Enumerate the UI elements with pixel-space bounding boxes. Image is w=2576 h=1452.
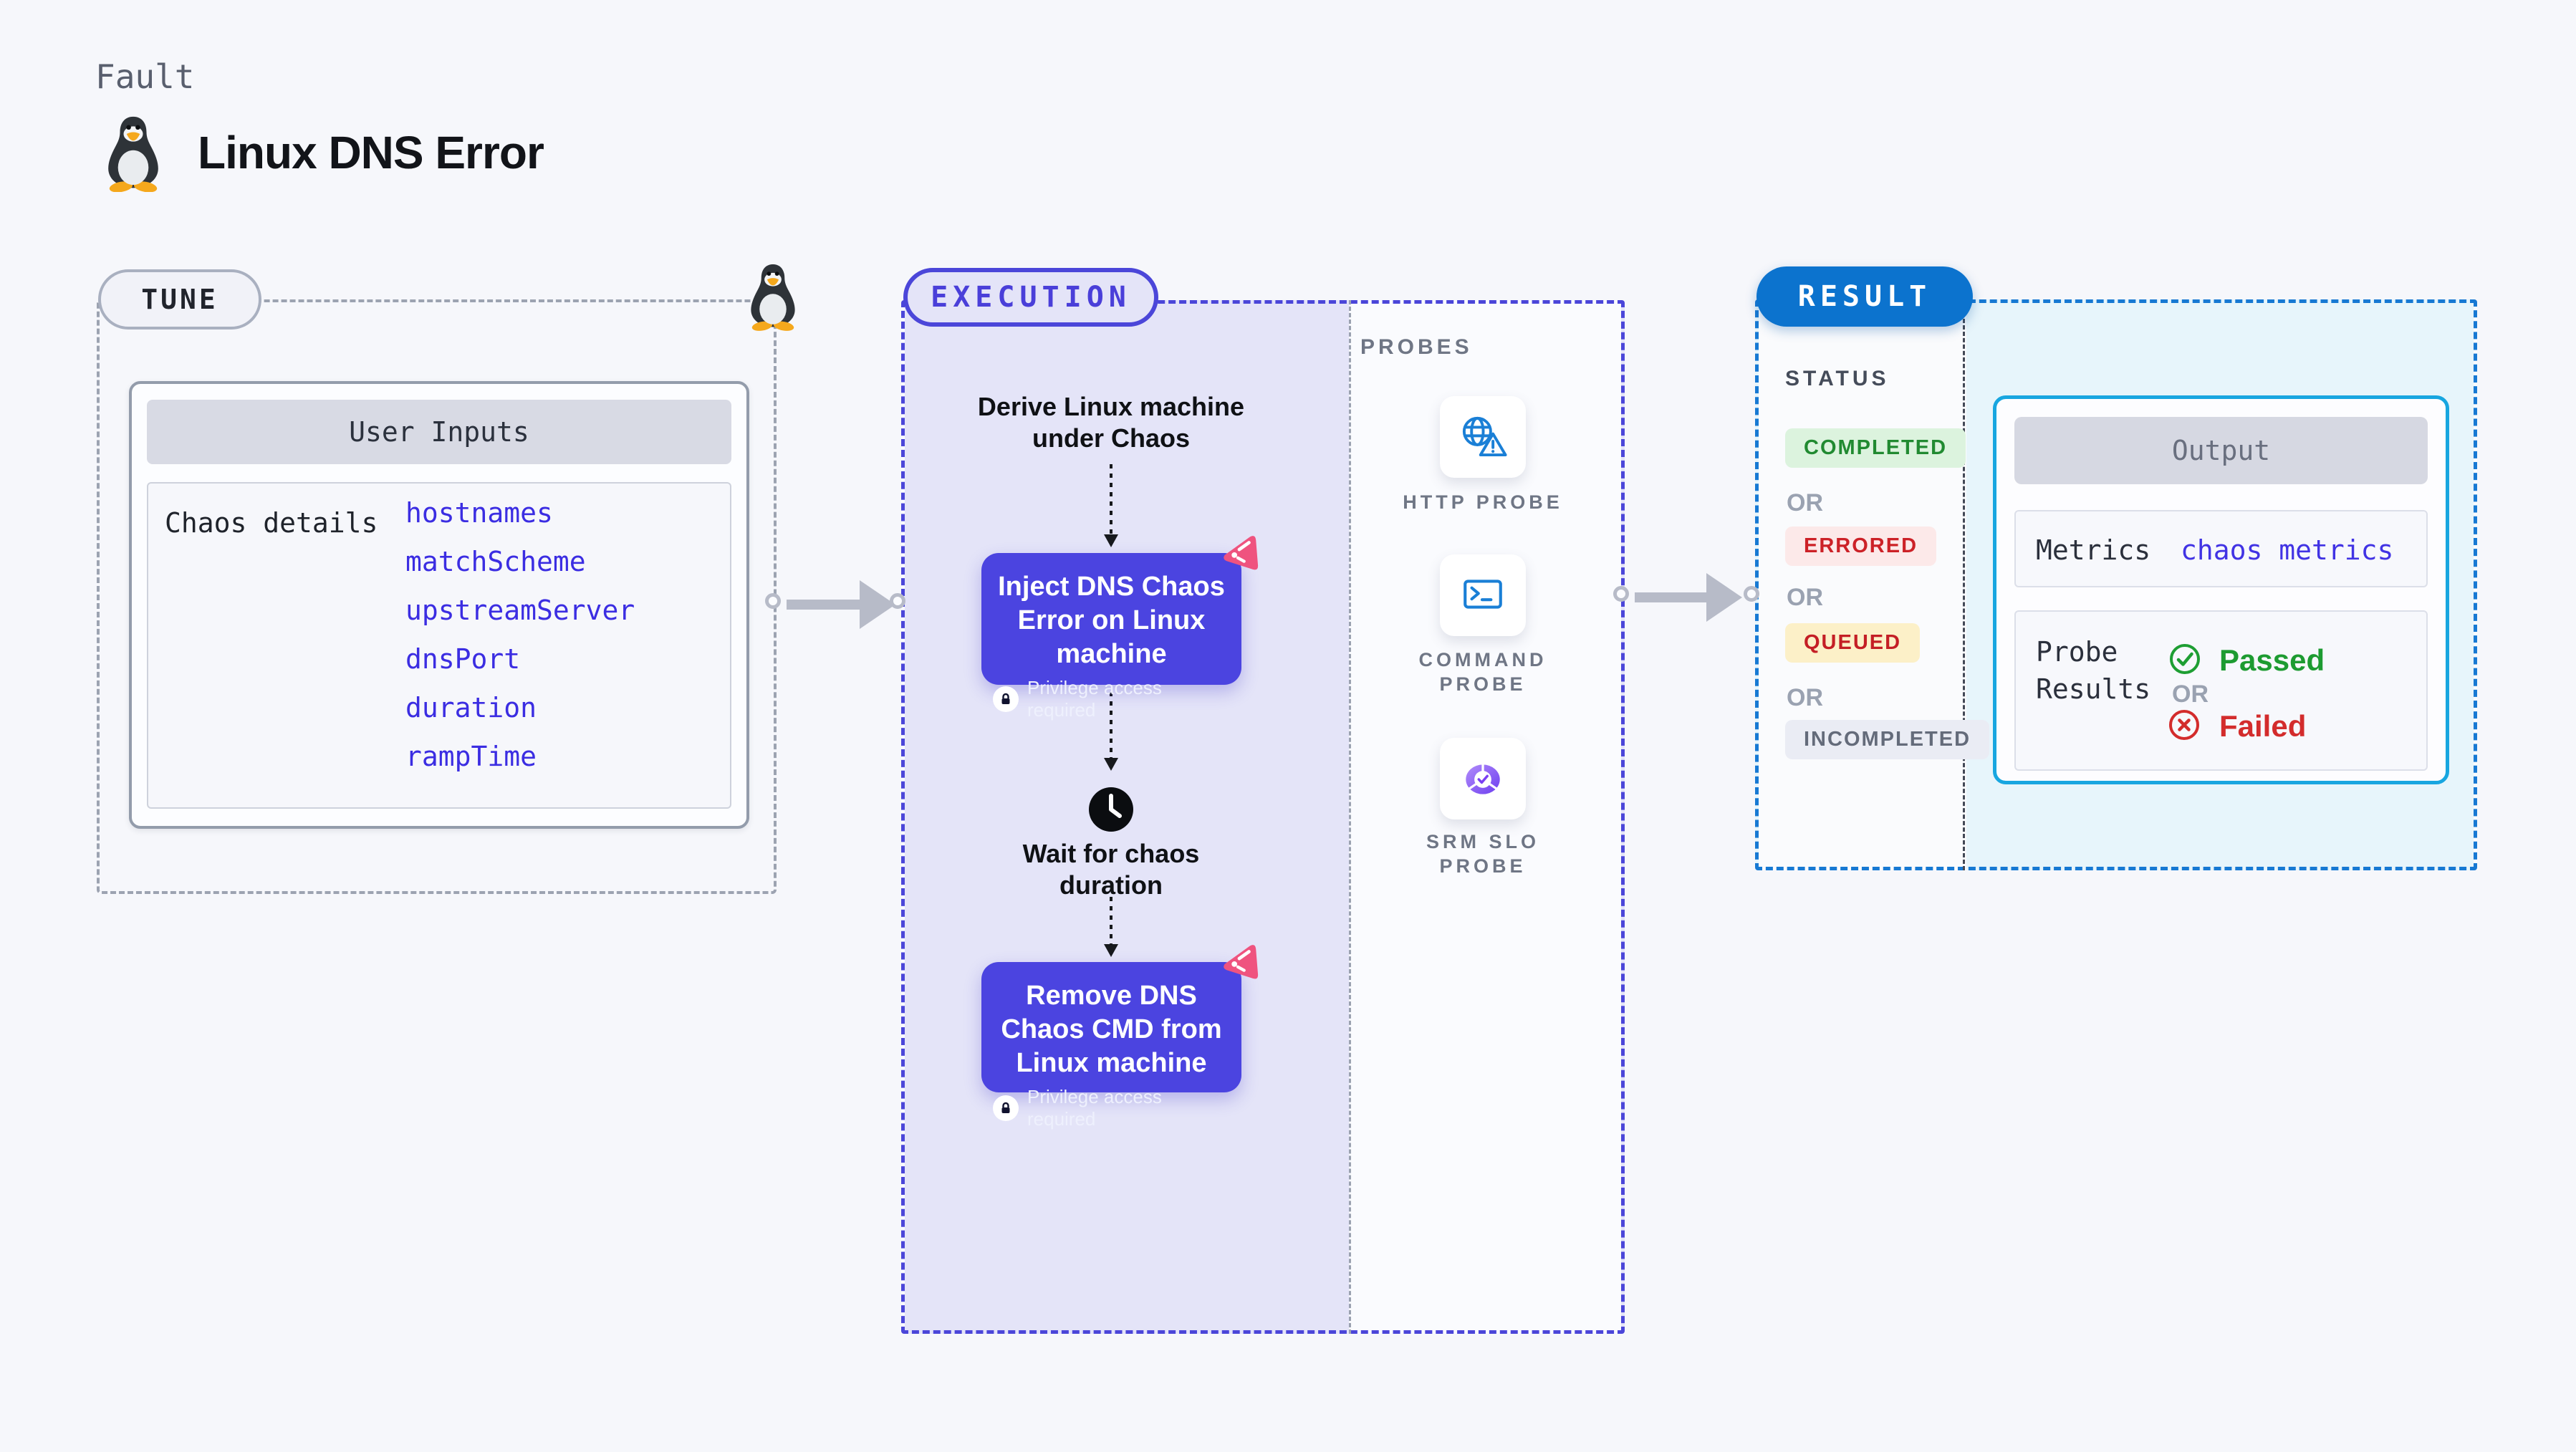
passed-check-icon	[2170, 644, 2200, 674]
chaos-fault-icon	[1216, 940, 1260, 984]
command-probe-card[interactable]	[1440, 554, 1526, 636]
execution-section-pill: EXECUTION	[903, 268, 1158, 327]
output-card-header: Output	[2014, 417, 2428, 484]
inject-dns-chaos-node[interactable]: Inject DNS Chaos Error on Linux machine …	[981, 553, 1241, 721]
probes-section-label: PROBES	[1360, 335, 1473, 359]
privilege-badge: Privilege access required	[993, 677, 1230, 721]
lock-icon	[993, 686, 1019, 712]
flow-connector	[1110, 692, 1112, 758]
tune-section-pill: TUNE	[98, 269, 261, 330]
wait-step-text: Wait for chaos duration	[1022, 839, 1200, 900]
fault-kind-label: Fault	[95, 57, 195, 96]
linux-tux-icon-small	[751, 264, 795, 331]
remove-dns-chaos-node[interactable]: Remove DNS Chaos CMD from Linux machine …	[981, 962, 1241, 1130]
param-duration: duration	[405, 692, 537, 723]
command-probe-label: COMMAND PROBE	[1418, 649, 1547, 695]
arrow-shaft	[787, 600, 860, 610]
param-dnsport: dnsPort	[405, 643, 521, 675]
metrics-label: Metrics	[2036, 534, 2151, 566]
chaos-details-label: Chaos details	[165, 507, 378, 539]
flow-connector	[1110, 464, 1112, 536]
privilege-badge-text: Privilege access required	[1027, 677, 1162, 721]
metrics-value: chaos metrics	[2181, 534, 2394, 566]
slo-gauge-icon	[1466, 763, 1500, 794]
probes-divider	[1349, 300, 1351, 1334]
srm-slo-probe-card[interactable]	[1440, 738, 1526, 819]
flow-arrow-head-icon	[1104, 534, 1118, 547]
arrow-shaft	[1635, 592, 1706, 602]
connector-dot	[1744, 586, 1759, 602]
passed-label: Passed	[2219, 643, 2325, 677]
flow-arrow-head-icon	[1104, 758, 1118, 771]
linux-tux-icon	[108, 116, 158, 192]
srm-slo-probe-label: SRM SLO PROBE	[1426, 831, 1539, 877]
chaos-fault-icon	[1216, 531, 1260, 575]
privilege-badge: Privilege access required	[993, 1086, 1230, 1130]
param-hostnames: hostnames	[405, 497, 553, 529]
terminal-icon	[1464, 580, 1502, 609]
or-separator: OR	[2172, 681, 2209, 708]
connector-dot	[890, 593, 905, 609]
probe-results-row	[2014, 610, 2428, 771]
failed-label: Failed	[2219, 709, 2307, 743]
inject-step-title: Inject DNS Chaos Error on Linux machine	[998, 572, 1225, 669]
globe-warning-icon	[1462, 416, 1507, 456]
lock-icon	[993, 1095, 1019, 1121]
remove-step-title: Remove DNS Chaos CMD from Linux machine	[1001, 981, 1222, 1078]
or-separator: OR	[1787, 489, 1823, 516]
arrow-head-icon	[860, 580, 895, 629]
param-ramptime: rampTime	[405, 741, 537, 772]
status-column-label: STATUS	[1785, 367, 1890, 390]
status-badge-completed: COMPLETED	[1785, 428, 1966, 468]
privilege-badge-text: Privilege access required	[1027, 1086, 1162, 1130]
result-divider	[1963, 299, 1965, 870]
derive-step-text: Derive Linux machine under Chaos	[977, 392, 1245, 453]
http-probe-card[interactable]	[1440, 396, 1526, 478]
result-section-pill: RESULT	[1756, 266, 1973, 327]
user-inputs-header: User Inputs	[147, 400, 731, 464]
or-separator: OR	[1787, 584, 1823, 611]
status-badge-incompleted: INCOMPLETED	[1785, 720, 1990, 759]
http-probe-label: HTTP PROBE	[1403, 491, 1563, 513]
wait-clock-icon	[1089, 787, 1133, 832]
or-separator: OR	[1787, 684, 1823, 711]
flow-arrow-head-icon	[1104, 944, 1118, 957]
metrics-row	[2014, 510, 2428, 587]
status-badge-queued: QUEUED	[1785, 623, 1921, 663]
connector-dot	[765, 593, 781, 609]
status-badge-errored: ERRORED	[1785, 527, 1937, 566]
param-matchscheme: matchScheme	[405, 546, 586, 577]
flow-connector	[1110, 897, 1112, 944]
page-title: Linux DNS Error	[198, 127, 544, 178]
chaos-details-box	[147, 482, 731, 809]
connector-dot	[1613, 586, 1629, 602]
param-upstreamserver: upstreamServer	[405, 595, 635, 626]
arrow-head-icon	[1706, 573, 1742, 622]
probe-results-label: Probe Results	[2036, 636, 2151, 705]
failed-x-icon	[2169, 710, 2199, 740]
